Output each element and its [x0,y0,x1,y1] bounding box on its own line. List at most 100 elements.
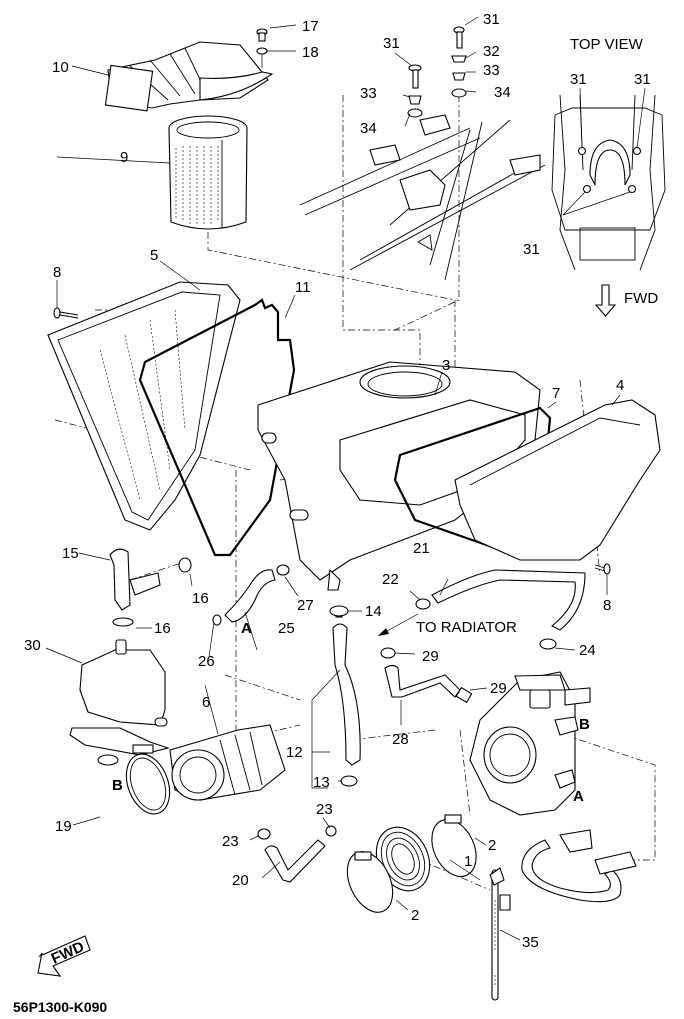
clamp-24-part[interactable] [539,638,557,650]
cable-tie-35-part[interactable] [489,867,511,1001]
mount-hardware-right[interactable] [451,26,467,98]
callout-19[interactable]: 19 [55,818,72,835]
bolt-17-part[interactable] [256,28,268,42]
callout-29-left[interactable]: 29 [422,648,439,665]
callout-16-upper[interactable]: 16 [192,590,209,607]
clamp-2-upper-part[interactable] [423,812,485,883]
frame-section-part [299,114,546,281]
connector-b-label-left: B [112,777,123,794]
callout-numbers: 17 18 10 9 31 31 32 33 33 34 34 31 31 31… [24,11,651,951]
filter-perforation-pattern [175,146,219,224]
callout-25[interactable]: 25 [278,620,295,637]
callout-30[interactable]: 30 [24,637,41,654]
clamp-23-upper-part[interactable] [325,825,337,837]
leader-lines [45,16,646,941]
callout-31-d[interactable]: 31 [634,71,651,88]
fwd-direction-badge: FWD [37,935,91,977]
clamp-16-upper-part[interactable] [178,557,192,573]
callout-29-right[interactable]: 29 [490,680,507,697]
callout-26[interactable]: 26 [198,653,215,670]
callout-7[interactable]: 7 [552,385,560,402]
callout-33-b[interactable]: 33 [483,62,500,79]
callout-12[interactable]: 12 [286,744,303,761]
air-filter-element-part[interactable] [168,115,248,230]
callout-15[interactable]: 15 [62,545,79,562]
callout-35[interactable]: 35 [522,934,539,951]
callout-23-lower[interactable]: 23 [222,833,239,850]
breather-hose-assembly-part [521,829,637,903]
callout-6[interactable]: 6 [202,694,210,711]
clamp-16-lower-part[interactable] [112,617,134,627]
callout-24[interactable]: 24 [579,642,596,659]
clamp-29-left-part[interactable] [380,647,396,659]
callout-32[interactable]: 32 [483,43,500,60]
callout-1[interactable]: 1 [464,853,472,870]
clamp-13-part[interactable] [340,775,358,787]
callout-2-lower[interactable]: 2 [411,907,419,924]
callout-31-e[interactable]: 31 [523,241,540,258]
callout-22[interactable]: 22 [382,571,399,588]
hose-28-part[interactable] [384,664,461,698]
joint-6-part[interactable] [169,724,286,801]
connector-b-label-right: B [579,716,590,733]
hose-12-part[interactable] [332,623,361,766]
callout-4[interactable]: 4 [616,377,624,394]
callout-33-a[interactable]: 33 [360,85,377,102]
callout-8-right[interactable]: 8 [603,597,611,614]
screw-8-left-part[interactable] [53,307,79,319]
callout-2-upper[interactable]: 2 [488,837,496,854]
clamp-27-part[interactable] [276,564,290,576]
callout-9[interactable]: 9 [120,149,128,166]
connector-a-label-right: A [573,788,584,805]
callout-28[interactable]: 28 [392,731,409,748]
cover-4-part[interactable] [454,399,661,561]
callout-31-a[interactable]: 31 [383,35,400,52]
callout-23-upper[interactable]: 23 [316,801,333,818]
hose-15-part[interactable] [109,548,161,611]
carburetor-part[interactable] [469,671,591,816]
callout-14[interactable]: 14 [365,603,382,620]
hose-20-part[interactable] [264,839,326,883]
top-view-label: TOP VIEW [570,36,644,53]
intake-duct-part[interactable] [104,41,274,112]
callout-8-left[interactable]: 8 [53,264,61,281]
callout-10[interactable]: 10 [52,59,69,76]
to-radiator-label: TO RADIATOR [416,619,517,636]
clamp-23-lower-part[interactable] [257,828,271,840]
callout-13[interactable]: 13 [313,774,330,791]
hose-25-part[interactable] [224,569,276,623]
clamp-2-lower-part[interactable] [338,845,401,920]
fwd-label: FWD [624,290,658,307]
mount-hardware-left[interactable] [407,64,423,118]
callout-17[interactable]: 17 [302,18,319,35]
diagram-code: 56P1300-K090 [13,999,107,1015]
clamp-29-right-part[interactable] [455,686,473,704]
gasket-11-part[interactable] [138,298,296,557]
washer-18-part[interactable] [256,47,268,68]
annotations: TOP VIEW FWD TO RADIATOR A B A B [112,36,658,805]
callout-3[interactable]: 3 [442,357,450,374]
connector-a-label-left: A [241,620,252,637]
to-radiator-arrow-icon [377,613,419,637]
callout-5[interactable]: 5 [150,247,158,264]
callout-18[interactable]: 18 [302,44,319,61]
callout-11[interactable]: 11 [295,279,311,296]
hose-21-part[interactable] [431,569,586,631]
callout-20[interactable]: 20 [232,872,249,889]
callout-27[interactable]: 27 [297,597,314,614]
fwd-arrow-icon [594,284,617,317]
callout-34-b[interactable]: 34 [494,84,511,101]
callout-31-b[interactable]: 31 [483,11,500,28]
band-19-part[interactable] [119,744,178,820]
clamp-22-part[interactable] [415,598,431,610]
air-filter-case-cap-part[interactable] [47,281,241,531]
screw-8-right-part[interactable] [594,563,611,575]
callout-31-c[interactable]: 31 [570,71,587,88]
clip-26-part[interactable] [212,614,222,626]
clamp-14-part[interactable] [329,605,349,618]
callout-16-lower[interactable]: 16 [154,620,171,637]
callout-34-a[interactable]: 34 [360,120,377,137]
callout-21[interactable]: 21 [413,540,430,557]
top-view-inset [551,94,666,271]
